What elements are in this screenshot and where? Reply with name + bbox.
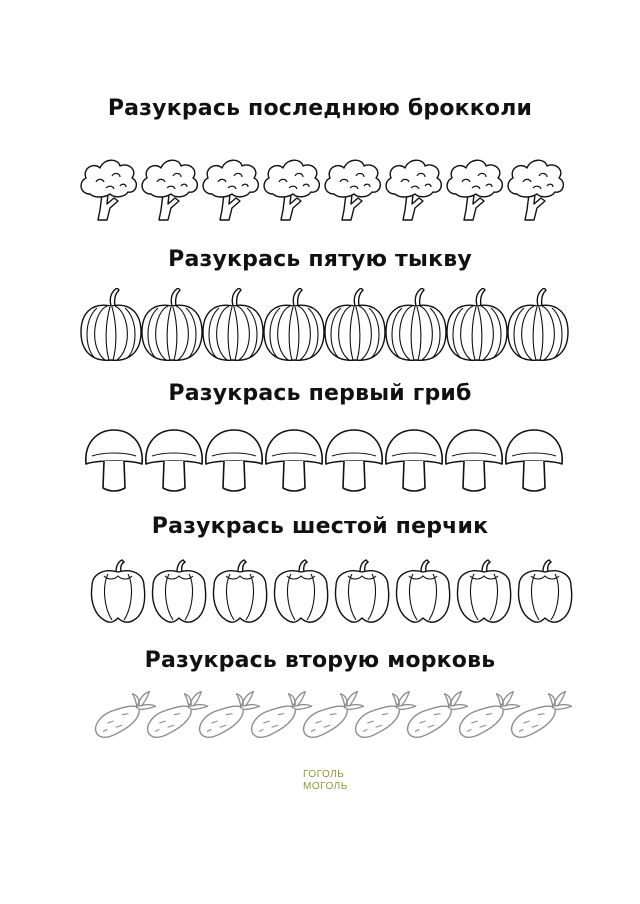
broccoli-icon <box>202 159 260 221</box>
carrot-icon <box>354 690 417 739</box>
carrot-icon <box>510 690 573 739</box>
carrot-icon <box>302 690 365 739</box>
pepper-row <box>0 556 640 636</box>
mushroom-icon <box>145 429 203 492</box>
pepper-icon <box>456 559 512 623</box>
mushroom-row <box>0 424 640 504</box>
carrot-row <box>0 688 640 768</box>
pepper-icon <box>151 559 207 623</box>
pepper-icon <box>334 559 390 623</box>
mushroom-icon <box>265 429 323 492</box>
section-title-pumpkin: Разукрась пятую тыкву <box>168 247 472 272</box>
pumpkin-icon <box>324 288 386 361</box>
broccoli-icon <box>80 159 138 221</box>
pumpkin-row-svg <box>80 288 569 361</box>
logo-line-1: ГОГОЛЬ <box>303 769 345 780</box>
section-title-pepper: Разукрась шестой перчик <box>151 514 489 539</box>
carrot-icon <box>406 690 469 739</box>
pumpkin-row <box>0 288 640 368</box>
pepper-icon <box>517 559 573 623</box>
section-title-mushroom: Разукрась первый гриб <box>168 381 472 406</box>
mushroom-icon <box>505 429 563 492</box>
broccoli-icon <box>263 159 321 221</box>
pumpkin-icon <box>446 288 508 361</box>
brand-logo: ГОГОЛЬ МОГОЛЬ <box>303 769 348 793</box>
pumpkin-icon <box>385 288 447 361</box>
pumpkin-icon <box>202 288 264 361</box>
broccoli-icon <box>141 159 199 221</box>
pumpkin-icon <box>507 288 569 361</box>
carrot-icon <box>198 690 261 739</box>
pepper-row-svg <box>90 559 573 623</box>
section-title-carrot: Разукрась вторую морковь <box>144 648 496 673</box>
pumpkin-icon <box>263 288 325 361</box>
carrot-icon <box>146 690 209 739</box>
pumpkin-icon <box>141 288 203 361</box>
section-title-broccoli: Разукрась последнюю брокколи <box>107 96 533 121</box>
mushroom-icon <box>385 429 443 492</box>
carrot-icon <box>250 690 313 739</box>
broccoli-icon <box>324 159 382 221</box>
carrot-row-svg <box>94 690 573 739</box>
broccoli-row <box>0 154 640 234</box>
pepper-icon <box>90 559 146 623</box>
logo-line-2: МОГОЛЬ <box>303 781 348 792</box>
mushroom-row-svg <box>85 429 563 492</box>
mushroom-icon <box>205 429 263 492</box>
pepper-icon <box>273 559 329 623</box>
carrot-icon <box>94 690 157 739</box>
broccoli-icon <box>507 159 565 221</box>
pumpkin-icon <box>80 288 142 361</box>
mushroom-icon <box>325 429 383 492</box>
broccoli-row-svg <box>80 159 565 221</box>
pepper-icon <box>395 559 451 623</box>
carrot-icon <box>458 690 521 739</box>
broccoli-icon <box>385 159 443 221</box>
mushroom-icon <box>85 429 143 492</box>
pepper-icon <box>212 559 268 623</box>
broccoli-icon <box>446 159 504 221</box>
mushroom-icon <box>445 429 503 492</box>
